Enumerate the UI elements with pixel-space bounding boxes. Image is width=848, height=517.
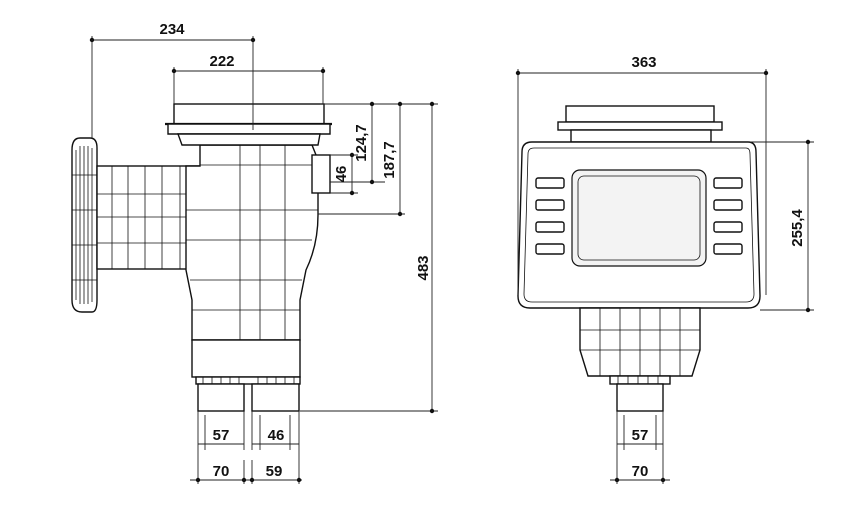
dim-483: 483	[415, 255, 432, 280]
dim-57-front: 57	[632, 427, 649, 444]
side-skimmer-body	[185, 144, 319, 341]
dim-255-4: 255,4	[789, 209, 806, 247]
dim-70-front: 70	[632, 463, 649, 480]
dim-59-side: 59	[266, 463, 283, 480]
side-lid-collar	[173, 103, 325, 125]
side-top-ring	[177, 133, 321, 146]
side-port-46	[311, 154, 331, 194]
front-lower-ribs	[580, 308, 700, 376]
front-view-skimmer	[517, 105, 761, 412]
front-lid-ring	[570, 129, 712, 143]
dim-187-7: 187,7	[381, 141, 398, 179]
front-outlet-pipe	[616, 383, 664, 412]
front-outlet-teeth	[617, 376, 659, 384]
front-outlet-collar	[609, 375, 671, 385]
side-base-collar	[191, 339, 301, 378]
side-view-skimmer	[71, 103, 332, 412]
dim-70-side: 70	[213, 463, 230, 480]
front-lid-top	[565, 105, 715, 123]
dim-234: 234	[159, 21, 185, 38]
front-mouth-opening	[571, 169, 707, 267]
outlet-teeth	[202, 377, 295, 384]
front-mouth-inner	[577, 175, 701, 261]
side-view-dimensions: 234 222 124,7 187,7 483 46	[89, 21, 438, 484]
side-lid-lip	[167, 123, 331, 135]
dim-124-7: 124,7	[353, 124, 370, 162]
dim-222: 222	[209, 53, 234, 70]
front-faceplate-inner	[523, 147, 755, 303]
front-left-slots	[535, 177, 565, 255]
side-outlet-base	[195, 376, 301, 385]
dim-57-side: 57	[213, 427, 230, 444]
front-view-dimensions: 363 255,4 57 70	[515, 54, 814, 484]
dim-46-port: 46	[333, 166, 350, 183]
body-details	[186, 145, 318, 340]
dim-363: 363	[631, 54, 656, 71]
dim-46-side: 46	[268, 427, 285, 444]
side-wall-flange	[71, 137, 98, 313]
front-right-slots	[713, 177, 743, 255]
side-outlet-left	[197, 383, 245, 412]
flange-ribs	[72, 146, 97, 304]
side-outlet-right	[251, 383, 300, 412]
front-lid-rim	[557, 121, 723, 131]
